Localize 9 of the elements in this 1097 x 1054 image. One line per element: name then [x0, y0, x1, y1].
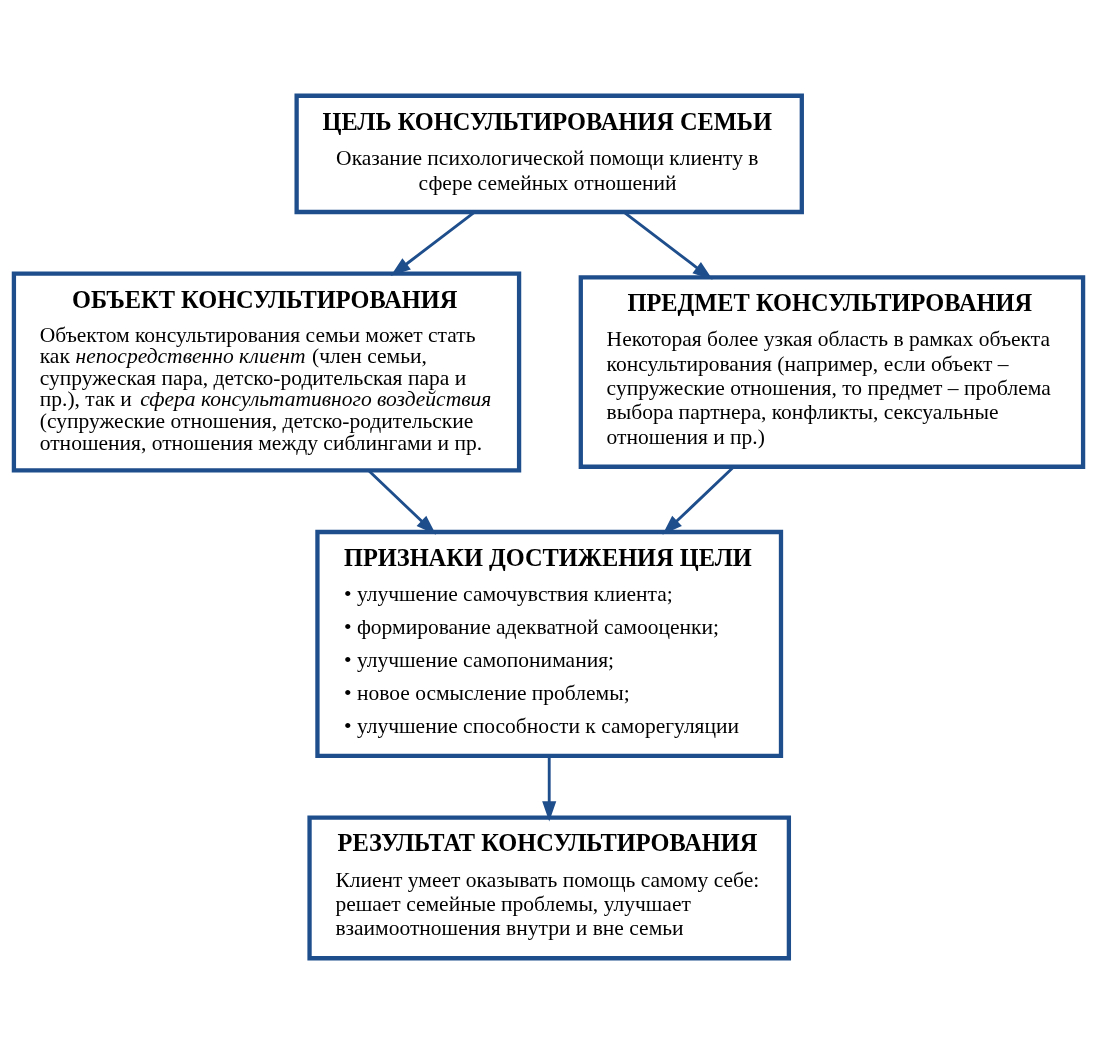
node-box: РЕЗУЛЬТАТ КОНСУЛЬТИРОВАНИЯ Клиент умеет оказывать помощь самому себе: решает семейные проблемы, улучшает взаимоотношения внутри и вне семьи: [307, 815, 792, 961]
node-box: ПРЕДМЕТ КОНСУЛЬТИРОВАНИЯ Некоторая более узкая область в рамках объекта консультирования (например, если объект – супружеские отношения, то предмет – проблема выбора партнера, конфликты, сексуальные отношения и пр.): [578, 275, 1086, 469]
arrow: [542, 756, 557, 822]
arrow: [367, 469, 437, 535]
node-box: ЦЕЛЬ КОНСУЛЬТИРОВАНИЯ СЕМЬИ Оказание психологической помощи клиенту в сфере семейных отношений: [294, 93, 804, 215]
arrow: [623, 211, 713, 280]
node-box: ОБЪЕКТ КОНСУЛЬТИРОВАНИЯ Объектом консультирования семьи может стать как непосредственно клиент (член семьи, супружеская пара, детско-родительская пара и пр.), так и сфера консультативного воздействия (супружеские отношения, детско-родительские отношения, отношения между сиблингами и пр.: [11, 271, 522, 473]
node-box: ПРИЗНАКИ ДОСТИЖЕНИЯ ЦЕЛИ • улучшение самочувствия клиента; • формирование адекватной самооценки; • улучшение самопонимания; • новое осмысление проблемы; • улучшение способности к саморегуляции: [315, 529, 784, 759]
arrow: [390, 211, 476, 277]
